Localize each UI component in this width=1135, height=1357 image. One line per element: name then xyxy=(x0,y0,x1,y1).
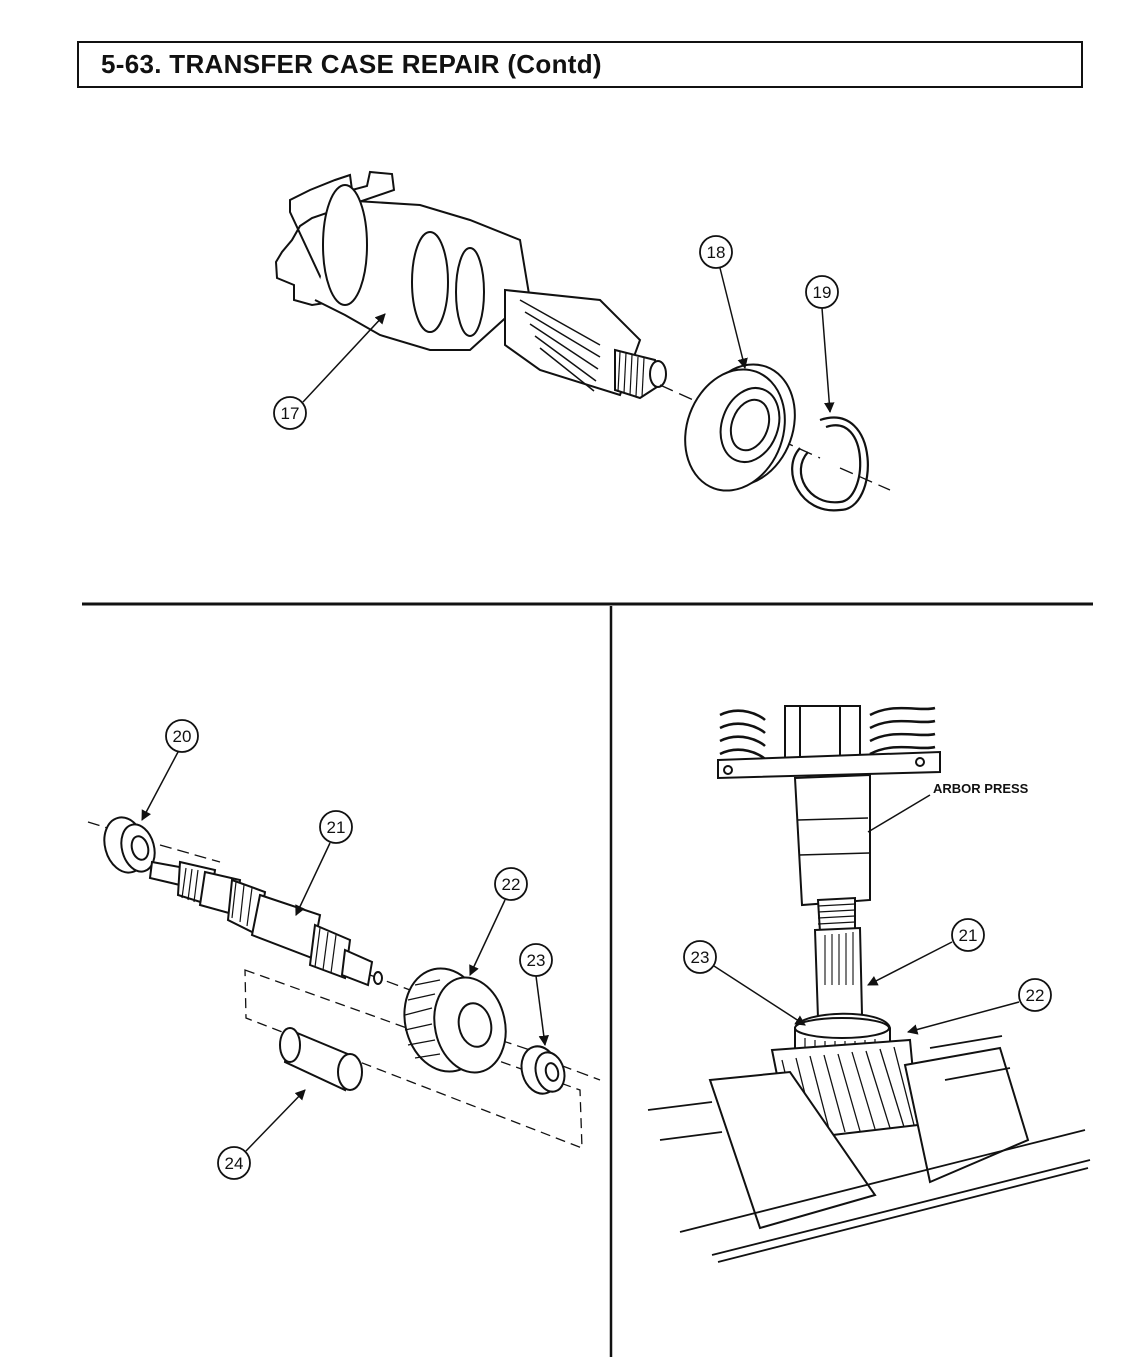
dashed-plane xyxy=(244,969,583,1149)
callout-right-21: 21 xyxy=(867,918,985,986)
callout-right-23: 23 xyxy=(683,940,806,1026)
gear-22-drawing xyxy=(403,967,507,1074)
cone-bearing-23-drawing xyxy=(520,1045,566,1095)
arbor-press-drawing xyxy=(708,705,1030,1230)
svg-text:24: 24 xyxy=(225,1154,244,1173)
svg-text:20: 20 xyxy=(173,727,192,746)
svg-text:22: 22 xyxy=(1026,986,1045,1005)
callout-21: 21 xyxy=(295,810,353,916)
press-bed-lines xyxy=(647,1035,1091,1263)
arbor-press-label: ARBOR PRESS xyxy=(933,781,1029,796)
svg-text:18: 18 xyxy=(707,243,726,262)
svg-text:23: 23 xyxy=(691,948,710,967)
cone-bearing-20-drawing xyxy=(103,816,156,874)
svg-text:21: 21 xyxy=(327,818,346,837)
callout-18: 18 xyxy=(699,235,748,370)
callout-20: 20 xyxy=(141,719,199,821)
svg-text:23: 23 xyxy=(527,951,546,970)
svg-text:22: 22 xyxy=(502,875,521,894)
input-shaft-drawing xyxy=(148,860,383,987)
spacer-24-drawing xyxy=(279,1027,363,1092)
callout-17: 17 xyxy=(273,313,386,430)
arbor-press-leader xyxy=(867,794,931,833)
callout-22: 22 xyxy=(469,867,528,976)
svg-text:17: 17 xyxy=(281,404,300,423)
section-title: 5-63. TRANSFER CASE REPAIR (Contd) xyxy=(101,49,602,79)
callout-24: 24 xyxy=(217,1089,306,1180)
svg-text:21: 21 xyxy=(959,926,978,945)
snap-ring-drawing xyxy=(791,416,869,512)
output-shaft-drawing xyxy=(274,170,667,400)
callout-23: 23 xyxy=(519,943,553,1047)
callout-right-22: 22 xyxy=(906,978,1052,1035)
svg-text:19: 19 xyxy=(813,283,832,302)
callout-19: 19 xyxy=(805,275,839,414)
section-header: 5-63. TRANSFER CASE REPAIR (Contd) xyxy=(77,41,1083,88)
bearing-drawing xyxy=(684,363,796,492)
